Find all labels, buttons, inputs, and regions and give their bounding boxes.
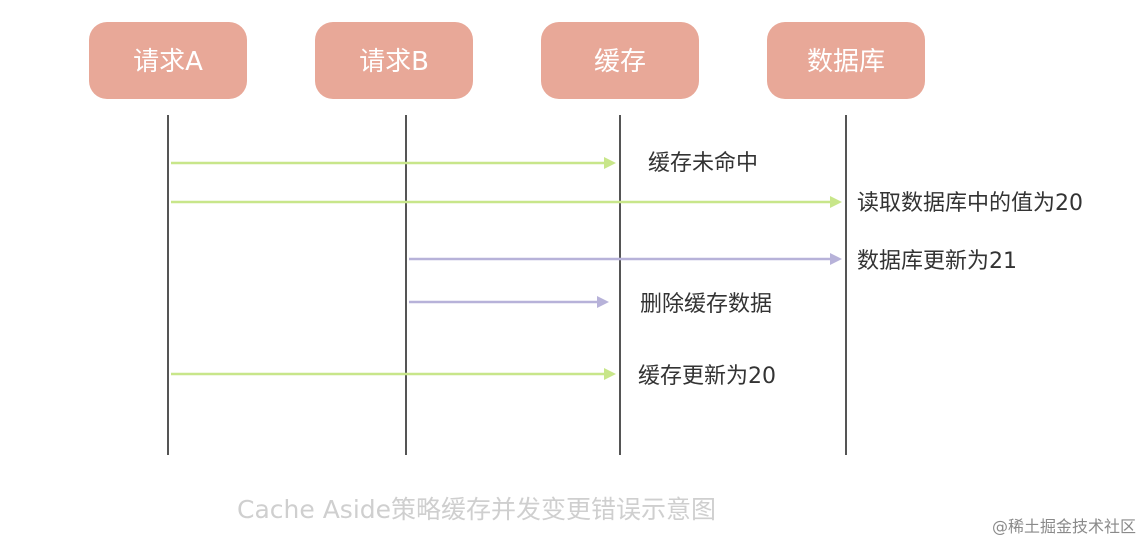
message-label: 删除缓存数据 xyxy=(640,292,772,317)
message-label: 读取数据库中的值为20 xyxy=(857,191,1083,216)
message-update-db: 数据库更新为21 xyxy=(409,249,1017,274)
message-cache-miss: 缓存未命中 xyxy=(171,151,758,176)
participant-label: 请求A xyxy=(133,47,203,77)
participant-box xyxy=(767,22,925,99)
participant-db: 数据库 xyxy=(767,22,925,99)
arrowhead-icon xyxy=(604,157,616,169)
arrowhead-icon xyxy=(597,296,609,308)
message-read-db: 读取数据库中的值为20 xyxy=(171,191,1083,216)
message-update-cache: 缓存更新为20 xyxy=(171,364,776,389)
watermark: @稀土掘金技术社区 xyxy=(992,517,1136,536)
participant-req-b: 请求B xyxy=(315,22,473,99)
arrowhead-icon xyxy=(830,196,842,208)
participant-label: 数据库 xyxy=(807,47,885,77)
participant-box xyxy=(541,22,699,99)
participant-req-a: 请求A xyxy=(89,22,247,99)
participant-label: 请求B xyxy=(359,47,429,77)
participant-box xyxy=(89,22,247,99)
participant-box xyxy=(315,22,473,99)
participant-cache: 缓存 xyxy=(541,22,699,99)
message-delete-cache: 删除缓存数据 xyxy=(409,292,772,317)
diagram-caption: Cache Aside策略缓存并发变更错误示意图 xyxy=(237,495,716,524)
arrowhead-icon xyxy=(604,368,616,380)
message-label: 缓存未命中 xyxy=(648,151,758,176)
message-label: 缓存更新为20 xyxy=(638,364,776,389)
arrowhead-icon xyxy=(830,253,842,265)
message-label: 数据库更新为21 xyxy=(857,249,1017,274)
participant-label: 缓存 xyxy=(594,47,646,77)
